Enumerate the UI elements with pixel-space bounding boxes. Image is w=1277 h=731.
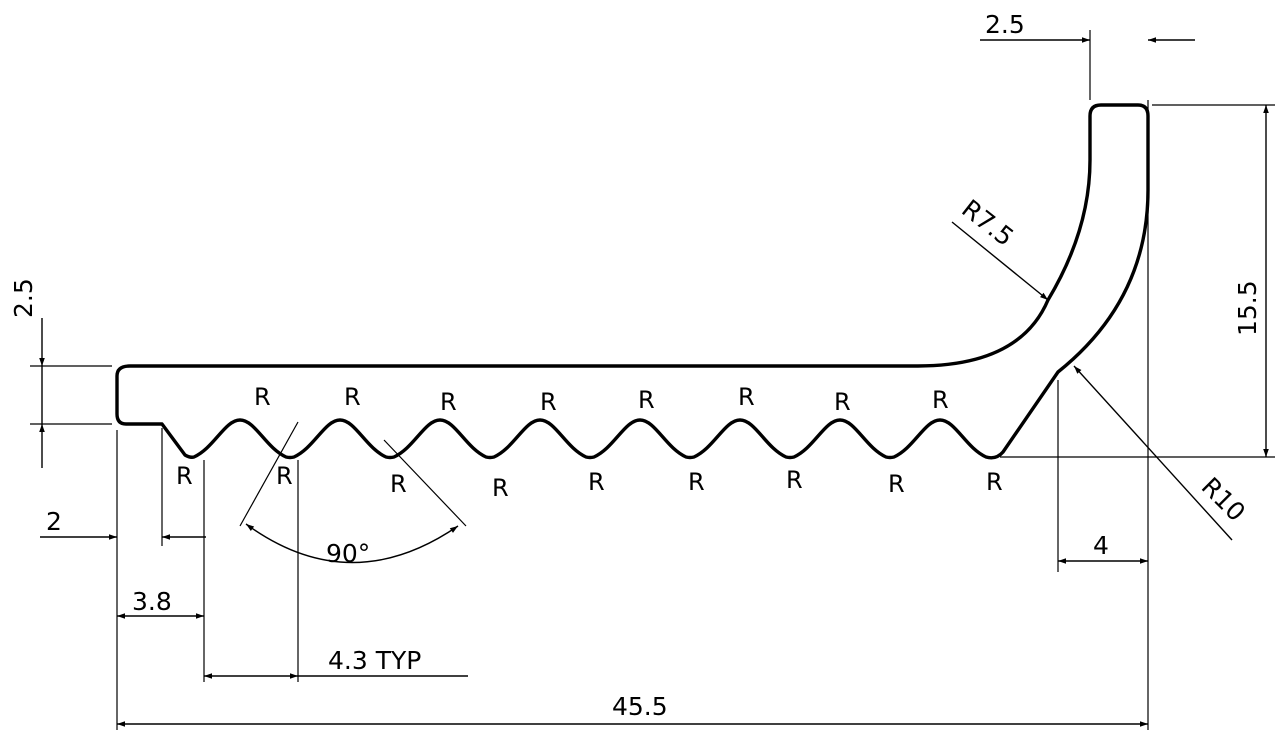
crest-radius-label: R bbox=[440, 388, 457, 416]
crest-radius-labels: R R R R R R R R bbox=[254, 383, 949, 416]
valley-radius-label: R bbox=[276, 462, 293, 490]
dim-vertical-height: 15.5 bbox=[1233, 280, 1262, 336]
crest-radius-label: R bbox=[932, 386, 949, 414]
dim-lip: 2 bbox=[46, 507, 62, 536]
crest-radius-label: R bbox=[738, 383, 755, 411]
valley-radius-label: R bbox=[588, 468, 605, 496]
dim-top-wall: 2.5 bbox=[985, 10, 1025, 39]
dim-angle: 90° bbox=[326, 539, 370, 568]
dim-left-thickness: 2.5 bbox=[9, 278, 38, 318]
valley-radius-label: R bbox=[786, 466, 803, 494]
valley-radius-label: R bbox=[176, 462, 193, 490]
valley-radius-label: R bbox=[390, 470, 407, 498]
dim-first-valley: 3.8 bbox=[132, 587, 172, 616]
dim-chamfer-width: 4 bbox=[1093, 531, 1109, 560]
dim-bend-radius: R7.5 bbox=[956, 194, 1019, 252]
crest-radius-label: R bbox=[344, 383, 361, 411]
valley-radius-label: R bbox=[986, 468, 1003, 496]
valley-radius-label: R bbox=[888, 470, 905, 498]
valley-radius-label: R bbox=[688, 468, 705, 496]
part-profile bbox=[115, 103, 1150, 460]
crest-radius-label: R bbox=[254, 383, 271, 411]
dimension-lines bbox=[39, 37, 1269, 727]
extension-lines bbox=[30, 30, 1275, 730]
dim-pitch: 4.3 TYP bbox=[328, 646, 421, 675]
valley-radius-labels: R R R R R R R R R bbox=[176, 462, 1003, 502]
valley-radius-label: R bbox=[492, 474, 509, 502]
crest-radius-label: R bbox=[540, 388, 557, 416]
dim-outer-radius: R10 bbox=[1196, 472, 1251, 527]
crest-radius-label: R bbox=[638, 386, 655, 414]
crest-radius-label: R bbox=[834, 388, 851, 416]
dim-overall: 45.5 bbox=[612, 692, 668, 721]
